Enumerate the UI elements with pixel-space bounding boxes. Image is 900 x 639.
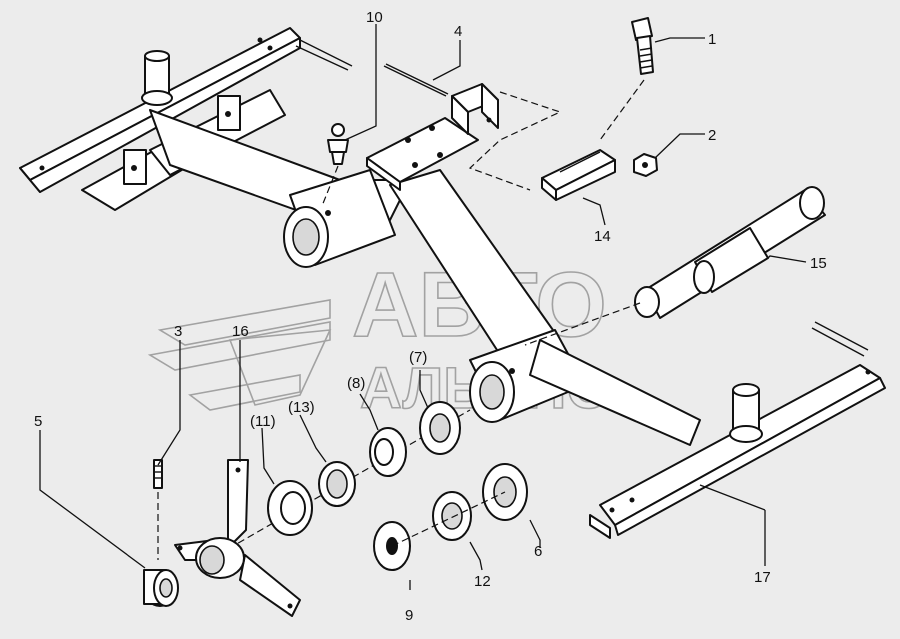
- callout-2: 2: [708, 127, 716, 144]
- spring-bracket-4: [383, 63, 562, 191]
- shaft-15: [524, 186, 826, 346]
- bearing-stack: [199, 401, 528, 571]
- right-crossbeam: [529, 339, 701, 446]
- callout-17: 17: [754, 569, 771, 586]
- leader-lines: [39, 24, 807, 590]
- callout-6: 6: [534, 543, 542, 560]
- callout-5: 5: [34, 413, 42, 430]
- callout-11: (11): [250, 413, 276, 430]
- clamp-14: [541, 149, 616, 201]
- callout-10: 10: [366, 9, 383, 26]
- callout-15: 15: [810, 255, 827, 272]
- main-beam: [149, 109, 586, 423]
- callout-13: (13): [288, 399, 315, 416]
- callout-16: 16: [232, 323, 249, 340]
- callout-9: 9: [405, 607, 413, 624]
- callout-1: 1: [708, 31, 716, 48]
- right-frame-assembly: [529, 321, 886, 539]
- set-screw-3: [153, 459, 163, 560]
- arm-hub-16: [174, 459, 301, 617]
- callout-8: (8): [347, 375, 365, 392]
- collar-5: [143, 569, 179, 607]
- grease-fitting-10: [321, 123, 349, 207]
- nut-2: [633, 153, 658, 177]
- left-rod: [299, 39, 353, 67]
- right-rail-side: [614, 377, 886, 536]
- right-rod: [814, 321, 869, 351]
- callout-14: 14: [594, 228, 611, 245]
- callout-3: 3: [174, 323, 182, 340]
- callout-7: (7): [409, 349, 427, 366]
- bolt-1: [599, 17, 654, 141]
- callout-4: 4: [454, 23, 462, 40]
- callout-12: 12: [474, 573, 491, 590]
- watermark-emblem: [147, 299, 332, 411]
- callout-labels: 1 2 3 4 5 6 (7) (8) 9 10 (11) 12 (13) 14…: [34, 9, 827, 624]
